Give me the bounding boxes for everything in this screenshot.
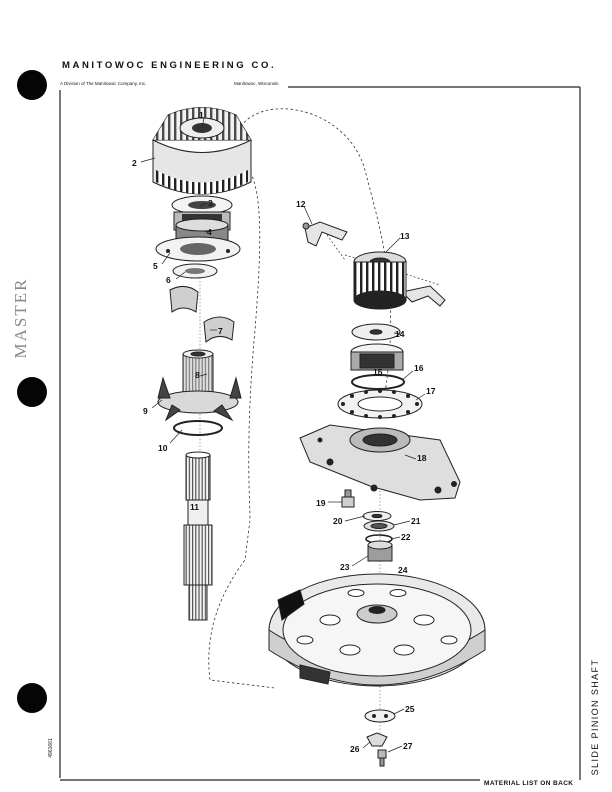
bearing-bracket-18 <box>299 424 461 501</box>
callout-9: 9 <box>143 406 148 416</box>
callout-13: 13 <box>400 231 410 241</box>
callout-2: 2 <box>132 158 137 168</box>
company-name: MANITOWOC ENGINEERING CO. <box>62 60 277 71</box>
callout-8: 8 <box>195 370 200 380</box>
callout-6: 6 <box>166 275 171 285</box>
callout-18: 18 <box>417 453 427 463</box>
capscrew-27 <box>377 749 387 767</box>
callout-7: 7 <box>218 326 223 336</box>
callout-21: 21 <box>411 516 421 526</box>
washer-6 <box>172 263 218 279</box>
split-collar-7 <box>169 286 235 343</box>
washer-20 <box>362 511 392 521</box>
callout-12: 12 <box>296 199 306 209</box>
pinion-gear-13 <box>353 251 407 310</box>
lock-plate-26 <box>366 732 388 747</box>
binder-hole-middle <box>17 377 47 407</box>
shifter-fork-12 <box>302 221 446 307</box>
bevel-gear <box>152 107 252 195</box>
callout-5: 5 <box>153 261 158 271</box>
nut-19 <box>341 489 355 508</box>
drum-wheel <box>268 573 486 687</box>
bolt-flange-17 <box>337 389 423 419</box>
leader-lines <box>140 117 426 753</box>
pinion-shaft-11 <box>183 451 213 621</box>
callout-15: 15 <box>373 367 383 377</box>
material-list-note: MATERIAL LIST ON BACK <box>484 780 574 787</box>
callout-22: 22 <box>401 532 411 542</box>
collar-21 <box>363 520 395 532</box>
cover-plate-25 <box>364 709 396 723</box>
snap-ring-10 <box>173 420 223 436</box>
callout-1: 1 <box>199 110 204 120</box>
flange-plate-5 <box>155 236 241 262</box>
division-line: A Division of The Manitowoc Company, Inc… <box>60 81 147 86</box>
page-border <box>59 86 581 781</box>
bushing-23-24 <box>367 540 393 562</box>
callout-11: 11 <box>190 502 199 512</box>
callouts: 1 2 3 4 5 6 7 8 9 10 11 12 13 14 15 16 1… <box>132 110 436 754</box>
callout-17: 17 <box>426 386 436 396</box>
binder-hole-top <box>17 70 47 100</box>
callout-20: 20 <box>333 516 343 526</box>
disk-14 <box>351 323 401 341</box>
callout-19: 19 <box>316 498 326 508</box>
callout-24: 24 <box>398 565 408 575</box>
bearing-15 <box>350 343 404 371</box>
callout-23: 23 <box>340 562 350 572</box>
callout-14: 14 <box>395 329 405 339</box>
retaining-ring-16 <box>351 374 405 390</box>
callout-25: 25 <box>405 704 415 714</box>
bearing-race-4 <box>175 218 229 241</box>
callout-26: 26 <box>350 744 360 754</box>
callout-27: 27 <box>403 741 413 751</box>
spider-9 <box>157 376 242 422</box>
callout-10: 10 <box>158 443 168 453</box>
callout-3: 3 <box>208 198 213 208</box>
callout-16: 16 <box>414 363 424 373</box>
binder-hole-bottom <box>17 683 47 713</box>
location-line: Manitowoc, Wisconsin <box>234 81 279 86</box>
callout-4: 4 <box>207 227 212 237</box>
